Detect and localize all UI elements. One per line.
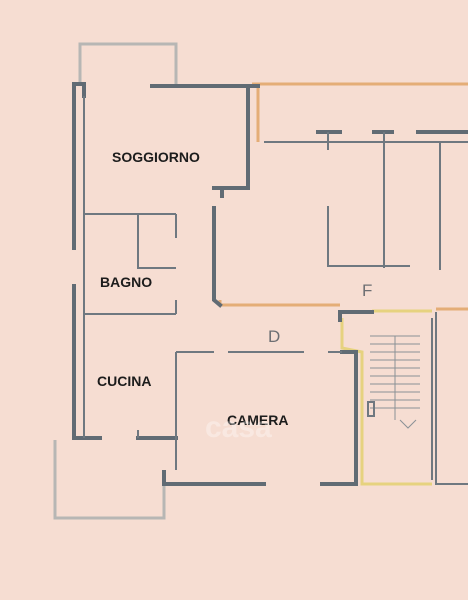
staircase bbox=[367, 335, 420, 429]
mark-f: F bbox=[362, 281, 372, 300]
stair-outline bbox=[340, 309, 432, 486]
neighbor-unit-walls bbox=[264, 130, 468, 485]
room-label-soggiorno: SOGGIORNO bbox=[112, 149, 200, 165]
room-label-cucina: CUCINA bbox=[97, 373, 151, 389]
balcony-bottom bbox=[53, 440, 166, 520]
apartment-walls bbox=[72, 82, 374, 486]
neighbor-unit-outline bbox=[218, 82, 468, 311]
mark-d: D bbox=[268, 327, 280, 346]
balcony-top bbox=[78, 42, 178, 84]
watermark: casa bbox=[205, 411, 272, 444]
room-label-bagno: BAGNO bbox=[100, 274, 152, 290]
room-label-camera: CAMERA bbox=[227, 412, 288, 428]
